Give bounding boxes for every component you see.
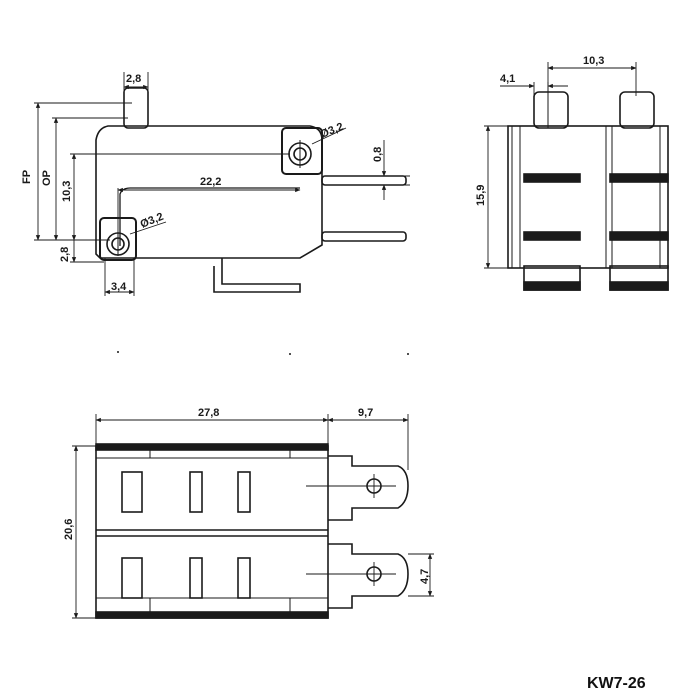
dim-op: OP <box>41 170 53 186</box>
top-view-slot <box>121 471 143 513</box>
side-view-body <box>95 125 323 259</box>
stray-dots <box>117 351 409 355</box>
model-label: KW7-26 <box>587 675 646 692</box>
end-view-dimensions <box>484 62 637 269</box>
dim-hole-top: Ø3,2 <box>319 121 346 141</box>
end-view-body <box>507 125 669 269</box>
side-view-terminal-bottom <box>213 258 301 293</box>
end-view-post-right <box>619 91 655 129</box>
end-view-post-left <box>533 91 569 129</box>
side-view-top-boss <box>281 127 323 175</box>
top-view-dimensions <box>72 414 434 619</box>
top-view-slot <box>189 557 203 599</box>
top-view-labels: 27,8 9,7 20,6 4,7 <box>63 407 431 584</box>
dim-terminal-length: 9,7 <box>358 407 373 419</box>
dim-post-width: 4,1 <box>500 73 515 85</box>
side-view <box>95 87 407 293</box>
top-view <box>95 443 409 619</box>
end-view <box>507 91 669 291</box>
dim-lever-height: 10,3 <box>61 181 73 202</box>
top-view-slot <box>121 557 143 599</box>
dim-terminal-thickness: 0,8 <box>372 147 384 162</box>
side-view-lever <box>123 87 149 129</box>
top-view-slot <box>237 471 251 513</box>
dim-bottom-hole-width: 3,4 <box>111 281 127 293</box>
side-view-terminal-upper <box>321 175 407 186</box>
side-view-dimensions <box>34 72 410 296</box>
dim-bottom-offset: 2,8 <box>59 247 71 262</box>
dim-body-length: 27,8 <box>198 407 219 419</box>
dim-post-spacing: 10,3 <box>583 55 604 67</box>
top-view-terminal-upper <box>328 455 409 521</box>
dim-height: 15,9 <box>475 185 487 206</box>
side-view-labels: 2,8 Ø3,2 0,8 22,2 Ø3,2 FP OP 10,3 2,8 3,… <box>21 73 384 293</box>
top-view-slot <box>189 471 203 513</box>
top-view-slot <box>237 557 251 599</box>
dim-hole-bottom: Ø3,2 <box>139 211 166 231</box>
dim-width: 20,6 <box>63 519 75 540</box>
top-view-terminal-lower <box>328 543 409 609</box>
dim-hole-spacing: 22,2 <box>200 176 221 188</box>
dim-fp: FP <box>21 170 33 184</box>
side-view-terminal-lower <box>321 231 407 242</box>
dim-lever-width: 2,8 <box>126 73 141 85</box>
dim-terminal-width: 4,7 <box>419 569 431 584</box>
end-view-labels: 4,1 10,3 15,9 <box>475 55 604 206</box>
